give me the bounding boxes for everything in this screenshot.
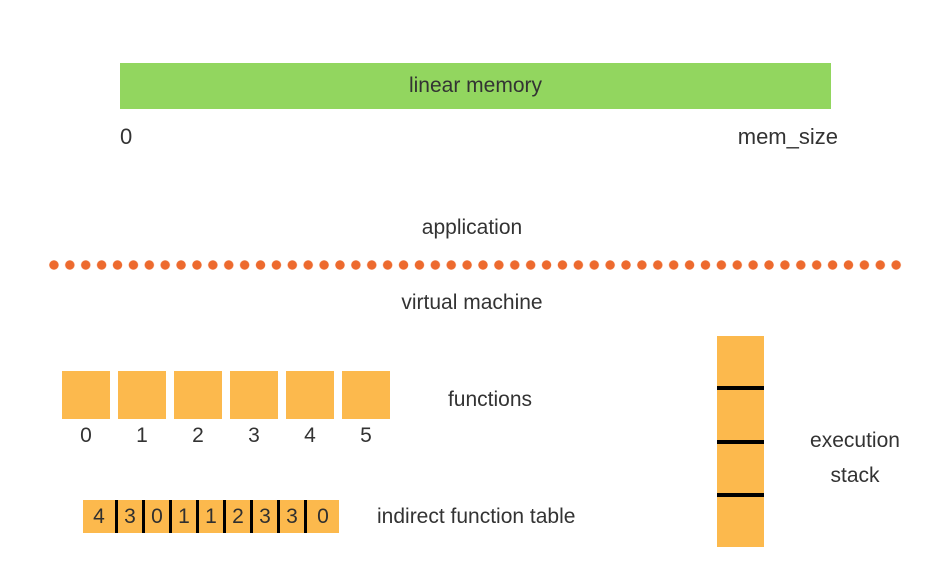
table-cell: 0 — [145, 500, 169, 533]
table-cell: 3 — [118, 500, 142, 533]
stack-segment — [717, 443, 764, 494]
table-cell: 3 — [280, 500, 304, 533]
function-index-label: 5 — [360, 424, 372, 447]
functions-label: functions — [447, 388, 533, 411]
table-cell: 3 — [253, 500, 277, 533]
linear-memory-bar: linear memory — [120, 63, 831, 109]
stack-divider — [717, 493, 764, 498]
table-separator — [115, 500, 118, 533]
function-box — [62, 371, 110, 419]
function-box — [342, 371, 390, 419]
boundary-dotted-line — [46, 260, 904, 270]
execution-stack-label-line2: stack — [830, 464, 880, 487]
table-separator — [304, 500, 307, 533]
stack-segment — [717, 389, 764, 440]
table-separator — [277, 500, 280, 533]
function-box — [118, 371, 166, 419]
function-index-label: 0 — [80, 424, 92, 447]
function-boxes — [62, 371, 390, 419]
execution-stack — [717, 336, 764, 547]
function-index-label: 3 — [248, 424, 260, 447]
table-cell: 4 — [83, 500, 115, 533]
function-index-label: 2 — [192, 424, 204, 447]
indirect-function-table: 4 3 0 1 1 2 3 3 0 — [83, 500, 339, 533]
memory-start-label: 0 — [120, 124, 133, 149]
stack-segment — [717, 497, 764, 547]
memory-end-label: mem_size — [737, 124, 838, 149]
execution-stack-label-line1: execution — [810, 429, 900, 452]
table-separator — [142, 500, 145, 533]
function-index-label: 4 — [304, 424, 316, 447]
function-indices: 0 1 2 3 4 5 — [62, 424, 390, 448]
table-separator — [250, 500, 253, 533]
table-cell: 1 — [172, 500, 196, 533]
indirect-function-table-label: indirect function table — [377, 505, 576, 528]
function-box — [286, 371, 334, 419]
application-label: application — [421, 216, 523, 239]
execution-stack-label: execution stack — [770, 423, 940, 493]
table-cell: 0 — [307, 500, 339, 533]
stack-segment — [717, 336, 764, 386]
table-separator — [223, 500, 226, 533]
function-box — [174, 371, 222, 419]
table-separator — [196, 500, 199, 533]
virtual-machine-label: virtual machine — [401, 291, 543, 314]
table-cell: 1 — [199, 500, 223, 533]
stack-divider — [717, 385, 764, 390]
table-separator — [169, 500, 172, 533]
memory-range-labels: 0 mem_size — [120, 124, 838, 150]
linear-memory-label: linear memory — [408, 74, 543, 97]
stack-divider — [717, 439, 764, 444]
function-box — [230, 371, 278, 419]
table-cell: 2 — [226, 500, 250, 533]
function-index-label: 1 — [136, 424, 148, 447]
